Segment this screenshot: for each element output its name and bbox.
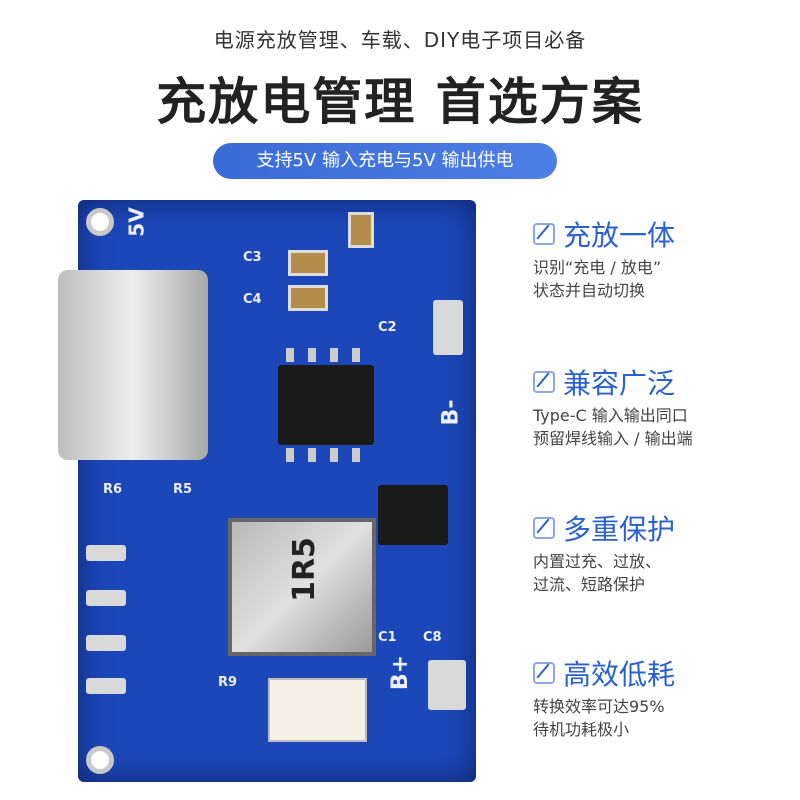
silk-label: C8	[423, 630, 442, 645]
feature-protection: 多重保护 内置过充、过放、过流、短路保护	[533, 508, 675, 596]
silk-label: C1	[378, 630, 397, 645]
check-box-icon	[533, 662, 555, 684]
page-title: 充放电管理 首选方案	[156, 73, 644, 131]
led-pad	[86, 678, 126, 694]
chip-pin	[286, 448, 294, 462]
silk-label: R5	[173, 482, 193, 497]
silk-label-b-plus: B+	[388, 654, 414, 691]
chip-pin	[330, 448, 338, 462]
chip-pin	[308, 448, 316, 462]
chip-pin	[352, 448, 360, 462]
check-box-icon	[533, 223, 555, 245]
check-box-icon	[533, 517, 555, 539]
silk-label-b-minus: B-	[438, 399, 464, 426]
feature-compatibility: 兼容广泛 Type-C 输入输出同口预留焊线输入 / 输出端	[533, 362, 693, 450]
silk-label: R9	[218, 675, 238, 690]
ic-chip	[278, 365, 374, 445]
capacitor	[288, 250, 328, 276]
solder-pad	[433, 300, 463, 355]
feature-desc: 预留焊线输入 / 输出端	[533, 429, 693, 448]
feature-desc: 内置过充、过放、	[533, 552, 662, 571]
mosfet-chip	[378, 485, 448, 545]
feature-desc: 状态并自动切换	[533, 281, 646, 300]
wire-connector	[268, 678, 367, 742]
inductor-label: 1R5	[286, 537, 322, 602]
pcb-board-image: 1R5 5V B- B+ C1 C8 C3 C4 C2 R6 R5 R9	[58, 200, 476, 782]
feature-charge-discharge: 充放一体 识别“充电 / 放电” 状态并自动切换	[533, 214, 675, 302]
mount-hole	[86, 208, 114, 236]
feature-title: 多重保护	[563, 513, 676, 546]
led-pad	[86, 635, 126, 651]
silk-label-5v: 5V	[124, 207, 149, 237]
feature-desc: 识别“充电 / 放电”	[533, 258, 662, 277]
feature-efficiency: 高效低耗 转换效率可达95% 待机功耗极小	[533, 653, 675, 741]
capacitor	[348, 212, 374, 248]
chip-pin	[308, 348, 316, 362]
solder-pad	[428, 660, 466, 710]
led-pad	[86, 590, 126, 606]
mount-hole	[86, 746, 114, 774]
silk-label: C3	[243, 250, 262, 265]
chip-pin	[286, 348, 294, 362]
chip-pin	[330, 348, 338, 362]
capacitor	[288, 285, 328, 311]
feature-desc: 待机功耗极小	[533, 720, 630, 739]
subtitle: 电源充放管理、车载、DIY电子项目必备	[213, 28, 587, 52]
feature-title: 高效低耗	[563, 658, 676, 691]
silk-label: C4	[243, 292, 262, 307]
feature-desc: Type-C 输入输出同口	[533, 406, 688, 425]
chip-pin	[352, 348, 360, 362]
feature-title: 兼容广泛	[563, 367, 676, 400]
check-box-icon	[533, 371, 555, 393]
led-pad	[86, 545, 126, 561]
inductor: 1R5	[228, 518, 376, 656]
feature-pill: 支持5V 输入充电与5V 输出供电	[213, 143, 557, 179]
feature-desc: 过流、短路保护	[533, 575, 646, 594]
usb-c-port	[58, 270, 208, 460]
silk-label: R6	[103, 482, 123, 497]
feature-desc: 转换效率可达95%	[533, 697, 665, 716]
feature-title: 充放一体	[563, 219, 676, 252]
silk-label: C2	[378, 320, 397, 335]
